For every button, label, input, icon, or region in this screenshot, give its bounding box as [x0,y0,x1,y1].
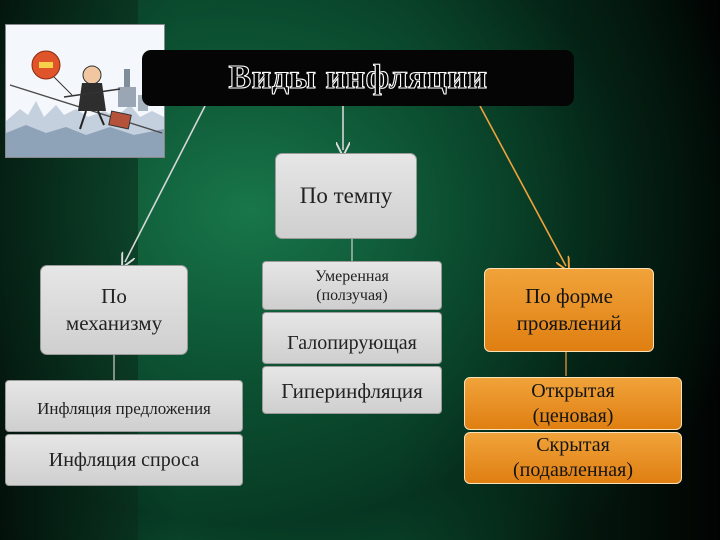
pace-type-hyper-label: Гиперинфляция [281,379,423,403]
mechanism-type-supply: Инфляция предложения [5,380,243,432]
arrow-to-mechanism [125,105,206,262]
pace-type-moderate-label: Умеренная (ползучая) [315,267,389,304]
mechanism-type-supply-label: Инфляция предложения [37,399,211,418]
pace-type-hyper: Гиперинфляция [262,366,442,414]
form-type-hidden-label: Скрытая (подавленная) [512,434,634,481]
page-title: Виды инфляции [228,58,488,96]
form-type-hidden: Скрытая (подавленная) [464,432,682,484]
node-by-pace-label: По темпу [299,183,393,208]
pace-type-galloping-label: Галопирующая [287,331,417,354]
arrow-to-form [479,105,566,266]
node-by-mechanism: По механизму [40,265,188,355]
node-by-form-label: По форме проявлений [516,284,622,335]
form-type-open-label: Открытая (ценовая) [531,379,615,427]
node-by-mechanism-label: По механизму [65,284,163,335]
pace-type-galloping: Галопирующая [262,312,442,364]
cartoon-illustration [5,24,165,158]
mechanism-type-demand: Инфляция спроса [5,434,243,486]
mechanism-type-demand-label: Инфляция спроса [48,448,200,471]
title-box: Виды инфляции [142,50,574,106]
node-by-pace: По темпу [275,153,417,239]
form-type-open: Открытая (ценовая) [464,377,682,430]
pace-type-moderate: Умеренная (ползучая) [262,261,442,310]
node-by-form: По форме проявлений [484,268,654,352]
